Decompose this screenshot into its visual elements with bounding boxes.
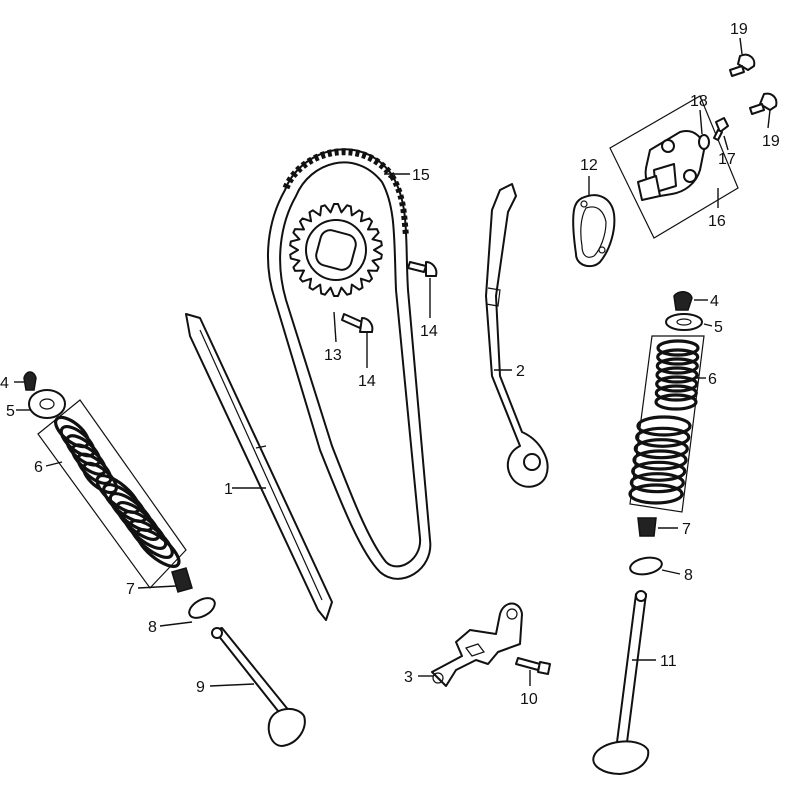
callout-8-left: 8 xyxy=(148,619,157,636)
tensioner-bolt-part xyxy=(729,53,756,77)
callout-15: 15 xyxy=(412,167,430,184)
small-bolt-part xyxy=(713,117,729,141)
callout-13: 13 xyxy=(324,347,342,364)
callout-10: 10 xyxy=(520,691,538,708)
callout-5-left: 5 xyxy=(6,403,15,420)
callout-2: 2 xyxy=(516,363,525,380)
intake-valve-part xyxy=(592,590,650,775)
cam-sprocket-part xyxy=(289,203,383,297)
callout-7-left: 7 xyxy=(126,581,135,598)
exhaust-valve-part xyxy=(211,627,306,747)
o-ring-part xyxy=(698,134,710,150)
callout-6-left: 6 xyxy=(34,459,43,476)
callout-4-left: 4 xyxy=(0,375,9,392)
valve-cotter-part xyxy=(23,371,37,391)
valve-spring-retainer-part xyxy=(28,389,66,419)
callout-4-right: 4 xyxy=(710,293,719,310)
valve-spring-box xyxy=(629,335,705,513)
callout-11: 11 xyxy=(660,653,677,670)
callout-18: 18 xyxy=(690,93,708,110)
valve-spring-seat-part xyxy=(188,597,216,619)
tensioner-bolt-part xyxy=(749,92,778,115)
callout-3: 3 xyxy=(404,669,413,686)
tensioner-assembly-box xyxy=(609,95,739,239)
valve-spring-seat-part xyxy=(629,556,663,576)
mounting-bracket-part xyxy=(431,602,523,687)
valve-stem-seal-part xyxy=(171,567,193,593)
timing-chain-part xyxy=(266,148,432,580)
callout-19-top: 19 xyxy=(730,21,748,38)
tensioner-gasket-part xyxy=(572,194,616,268)
callout-8-right: 8 xyxy=(684,567,693,584)
bracket-bolt-part xyxy=(515,657,551,675)
callout-14-bottom: 14 xyxy=(358,373,376,390)
callout-9: 9 xyxy=(196,679,205,696)
valve-spring-outer-part xyxy=(628,339,700,505)
valve-spring-box xyxy=(37,399,187,589)
callout-5-right: 5 xyxy=(714,319,723,336)
tensioner-arm-part xyxy=(485,183,549,488)
valve-spring-outer-part xyxy=(54,415,181,568)
callout-7-right: 7 xyxy=(682,521,691,538)
valve-spring-retainer-part xyxy=(665,313,703,331)
sprocket-bolt-part xyxy=(407,261,438,277)
callout-labels: 1 2 3 4 4 5 5 6 6 7 7 8 8 9 10 11 12 13 … xyxy=(0,21,780,708)
callout-6-right: 6 xyxy=(708,371,717,388)
leader-lines xyxy=(14,37,771,687)
chain-guide-part xyxy=(185,313,333,621)
callout-12: 12 xyxy=(580,157,598,174)
valve-cotter-part xyxy=(673,291,693,311)
callout-1: 1 xyxy=(224,481,233,498)
sprocket-bolt-part xyxy=(341,313,374,333)
tensioner-assembly-part xyxy=(637,130,705,201)
callout-19-right: 19 xyxy=(762,133,780,150)
callout-17: 17 xyxy=(718,151,736,168)
callout-14-top: 14 xyxy=(420,323,438,340)
callout-16: 16 xyxy=(708,213,726,230)
valve-stem-seal-part xyxy=(637,517,657,537)
